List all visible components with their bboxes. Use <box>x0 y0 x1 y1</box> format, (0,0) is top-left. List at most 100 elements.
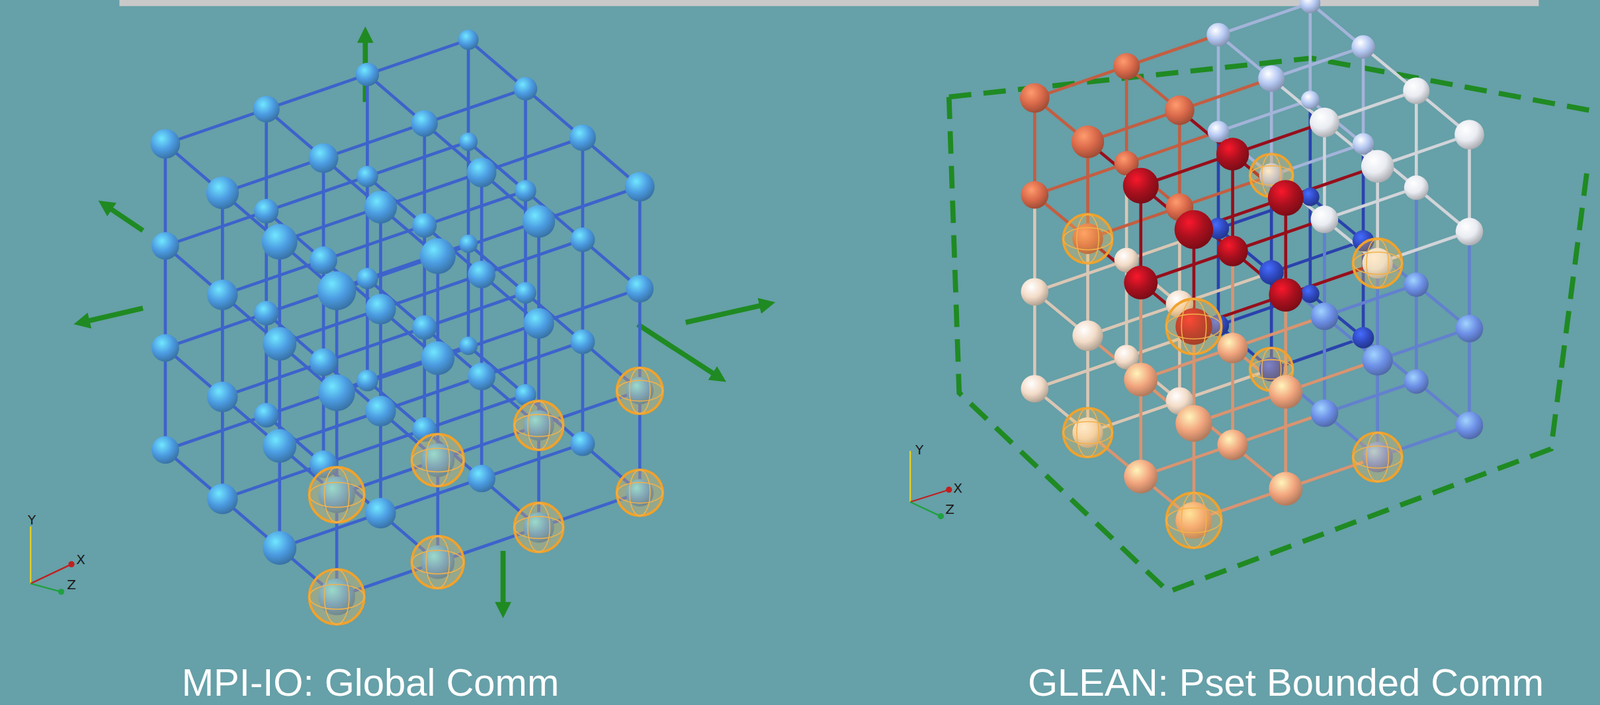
process-sphere <box>151 334 180 362</box>
axis-label: Y <box>27 511 36 528</box>
process-sphere <box>207 483 238 514</box>
process-sphere <box>1258 65 1285 92</box>
lattice-rod <box>581 137 585 240</box>
process-sphere <box>569 124 596 151</box>
process-sphere <box>1299 0 1321 14</box>
process-sphere <box>253 95 280 123</box>
process-sphere <box>356 267 378 290</box>
process-sphere <box>1301 90 1320 110</box>
process-sphere <box>1123 362 1158 397</box>
process-sphere <box>1362 344 1393 376</box>
process-sphere <box>318 374 356 412</box>
lattice-rod <box>1308 3 1313 101</box>
process-sphere <box>514 503 564 553</box>
lattice-rod <box>1361 46 1366 145</box>
process-sphere <box>151 232 180 260</box>
expand-arrows <box>81 34 768 610</box>
lattice-rod <box>1034 259 1127 292</box>
axis-label: Z <box>66 576 77 593</box>
axis-label: X <box>953 480 963 497</box>
process-sphere <box>1020 277 1049 306</box>
process-sphere <box>1361 150 1394 183</box>
lattice-rod <box>264 313 268 416</box>
process-sphere <box>617 469 663 516</box>
process-sphere <box>151 436 180 465</box>
lattice-rod <box>1322 316 1327 414</box>
lattice-rod <box>1033 195 1037 293</box>
lattice-rod <box>1324 284 1417 317</box>
process-sphere <box>1217 332 1248 364</box>
io-highlight <box>308 467 364 523</box>
process-sphere <box>261 224 298 260</box>
process-sphere <box>207 279 238 311</box>
process-sphere <box>262 531 297 565</box>
process-sphere <box>253 402 279 428</box>
process-sphere <box>1175 404 1213 442</box>
lattice-rod <box>1125 66 1129 164</box>
process-sphere <box>262 326 297 361</box>
process-sphere <box>356 166 378 188</box>
lattice-rod <box>1414 90 1419 188</box>
lattice-rod <box>523 190 528 293</box>
lattice-rod <box>480 274 484 377</box>
lattice-rod <box>323 123 425 159</box>
io-highlight <box>308 569 364 625</box>
lattice-rod <box>539 289 641 324</box>
process-sphere <box>365 498 396 529</box>
io-highlight <box>1063 408 1113 458</box>
process-sphere <box>365 396 396 427</box>
process-sphere <box>1166 492 1222 548</box>
io-highlight <box>1166 492 1222 548</box>
process-sphere <box>1454 119 1485 150</box>
process-sphere <box>1310 399 1339 428</box>
lattice-rod <box>1308 99 1313 198</box>
lattice-rod <box>1324 187 1417 220</box>
process-sphere <box>1072 320 1103 351</box>
process-sphere <box>523 308 554 339</box>
lattice-rod <box>380 274 482 309</box>
lattice-rod <box>365 74 370 177</box>
process-sphere <box>412 433 465 487</box>
io-highlight <box>1353 432 1403 482</box>
process-sphere <box>514 179 536 202</box>
io-highlight <box>617 469 663 516</box>
lattice-rod <box>480 376 484 479</box>
lattice-rod <box>322 158 326 260</box>
process-sphere <box>1268 375 1303 409</box>
process-sphere <box>1207 121 1229 143</box>
process-sphere <box>1310 302 1339 331</box>
process-sphere <box>570 227 595 253</box>
process-sphere <box>309 246 338 275</box>
process-sphere <box>1166 298 1222 354</box>
lattice-rod <box>1414 187 1419 286</box>
lattice-rod <box>1322 219 1327 317</box>
caption: GLEAN: Pset Bounded Comm <box>1027 660 1544 705</box>
process-sphere <box>1063 408 1113 458</box>
process-sphere <box>1019 83 1050 114</box>
lattice-rod <box>480 172 484 275</box>
lattice-rod <box>1308 197 1313 295</box>
process-sphere <box>411 110 438 137</box>
caption: MPI-IO: Global Comm <box>181 660 559 705</box>
lattice-rod <box>164 347 168 450</box>
process-sphere <box>412 536 465 589</box>
lattice-rod <box>266 74 368 110</box>
process-sphere <box>1353 432 1403 482</box>
io-highlight <box>412 536 465 589</box>
process-sphere <box>365 293 396 325</box>
lattice-rod <box>1126 34 1219 67</box>
process-sphere <box>466 157 497 188</box>
process-sphere <box>1216 137 1249 170</box>
process-sphere <box>467 464 496 493</box>
lattice-cube <box>1019 0 1485 548</box>
process-sphere <box>1404 175 1429 200</box>
lattice-rod <box>365 176 370 279</box>
process-sphere <box>253 300 279 326</box>
lattice-rod <box>1324 381 1417 414</box>
pset-boundary <box>949 58 1600 592</box>
io-highlight <box>514 503 564 553</box>
process-sphere <box>1404 369 1429 394</box>
process-sphere <box>1206 23 1230 47</box>
process-sphere <box>1402 77 1430 104</box>
